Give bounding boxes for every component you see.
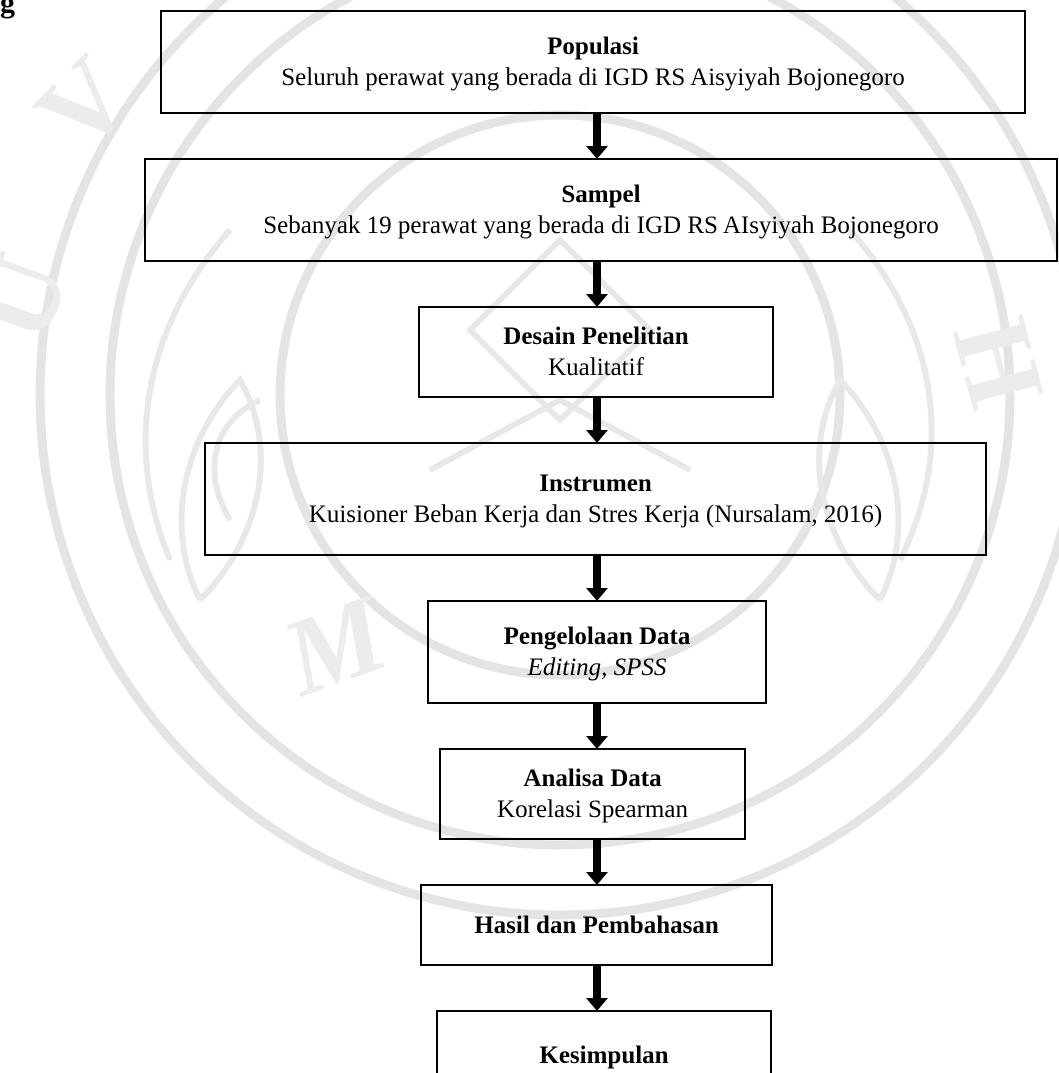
arrow-analisa-to-hasil (586, 840, 608, 885)
step-sampel: Sampel Sebanyak 19 perawat yang berada d… (144, 158, 1058, 262)
step-title: Analisa Data (523, 765, 662, 792)
arrow-desain-to-instrumen (586, 398, 608, 443)
step-title: Populasi (547, 33, 639, 60)
step-desain-penelitian: Desain Penelitian Kualitatif (418, 306, 774, 398)
step-description: Seluruh perawat yang berada di IGD RS Ai… (281, 64, 905, 91)
step-title: Desain Penelitian (503, 323, 689, 350)
step-instrumen: Instrumen Kuisioner Beban Kerja dan Stre… (204, 442, 987, 556)
arrow-pengelolaan-to-analisa (586, 704, 608, 749)
arrow-instrumen-to-pengelolaan (586, 556, 608, 601)
step-title: Hasil dan Pembahasan (474, 911, 719, 939)
step-description: Kuisioner Beban Kerja dan Stres Kerja (N… (308, 501, 883, 528)
step-title: Kesimpulan (539, 1042, 669, 1069)
step-kesimpulan: Kesimpulan (436, 1010, 772, 1073)
step-pengelolaan-data: Pengelolaan Data Editing, SPSS (427, 600, 767, 704)
step-hasil-dan-pembahasan: Hasil dan Pembahasan (420, 884, 773, 966)
arrow-populasi-to-sampel (586, 114, 608, 159)
step-description: Korelasi Spearman (497, 796, 688, 823)
step-title: Pengelolaan Data (503, 623, 691, 650)
step-description: Editing, SPSS (527, 654, 667, 681)
arrow-hasil-to-kesimpulan (586, 966, 608, 1011)
step-populasi: Populasi Seluruh perawat yang berada di … (160, 10, 1026, 114)
arrow-sampel-to-desain (586, 262, 608, 307)
step-description: Kualitatif (548, 354, 644, 381)
step-title: Instrumen (539, 470, 652, 497)
page-heading-fragment: g (0, 0, 15, 19)
step-description: Sebanyak 19 perawat yang berada di IGD R… (263, 212, 939, 239)
step-title: Sampel (561, 181, 641, 208)
step-analisa-data: Analisa Data Korelasi Spearman (439, 748, 746, 840)
